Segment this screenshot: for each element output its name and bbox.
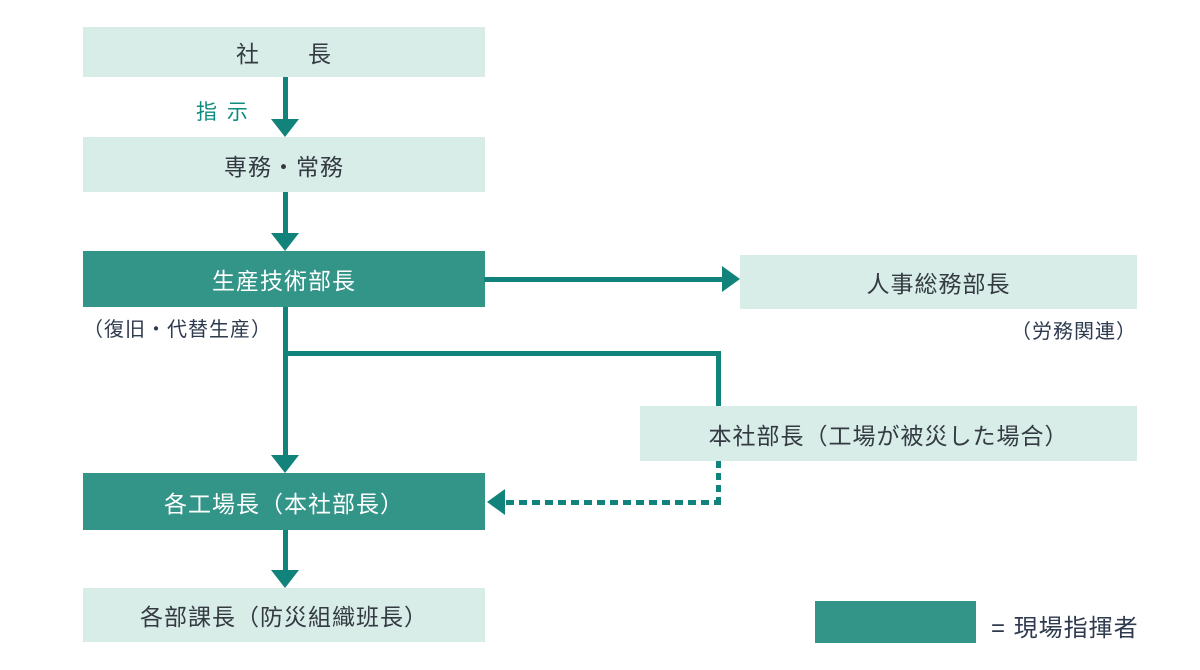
arrowhead-hq-plant [487,489,505,515]
instruction-label: 指 示 [196,101,250,124]
node-section-chiefs: 各部課長（防災組織班長） [83,588,485,642]
node-president: 社 長 [83,27,485,77]
connector-production-plant-shaft [283,307,288,455]
connector-president-executives-shaft [283,77,288,121]
node-hq-director: 本社部長（工場が被災した場合） [640,406,1137,461]
production-director-note: （復旧・代替生産） [83,319,272,341]
connector-plant-section-shaft [283,530,288,570]
connector-branch-vertical [716,351,721,406]
arrowhead-plant-section [271,570,299,588]
node-production-director: 生産技術部長 [83,251,485,307]
connector-hq-plant-dashed-horizontal [506,500,721,505]
connector-production-hr-shaft [484,277,722,282]
connector-branch-horizontal [283,351,721,356]
legend-swatch [815,601,976,643]
connector-hq-plant-dashed-vertical [716,461,721,501]
connector-executives-production-shaft [283,192,288,233]
arrowhead-production-hr [722,266,740,292]
arrowhead-executives-production [271,233,299,251]
node-executives: 専務・常務 [83,137,485,192]
hr-director-note: （労務関連） [1011,321,1137,343]
node-plant-managers: 各工場長（本社部長） [83,473,485,530]
arrowhead-president-executives [271,119,299,137]
legend-label: = 現場指揮者 [991,615,1139,642]
node-hr-director: 人事総務部長 [740,255,1137,309]
arrowhead-production-plant [271,455,299,473]
